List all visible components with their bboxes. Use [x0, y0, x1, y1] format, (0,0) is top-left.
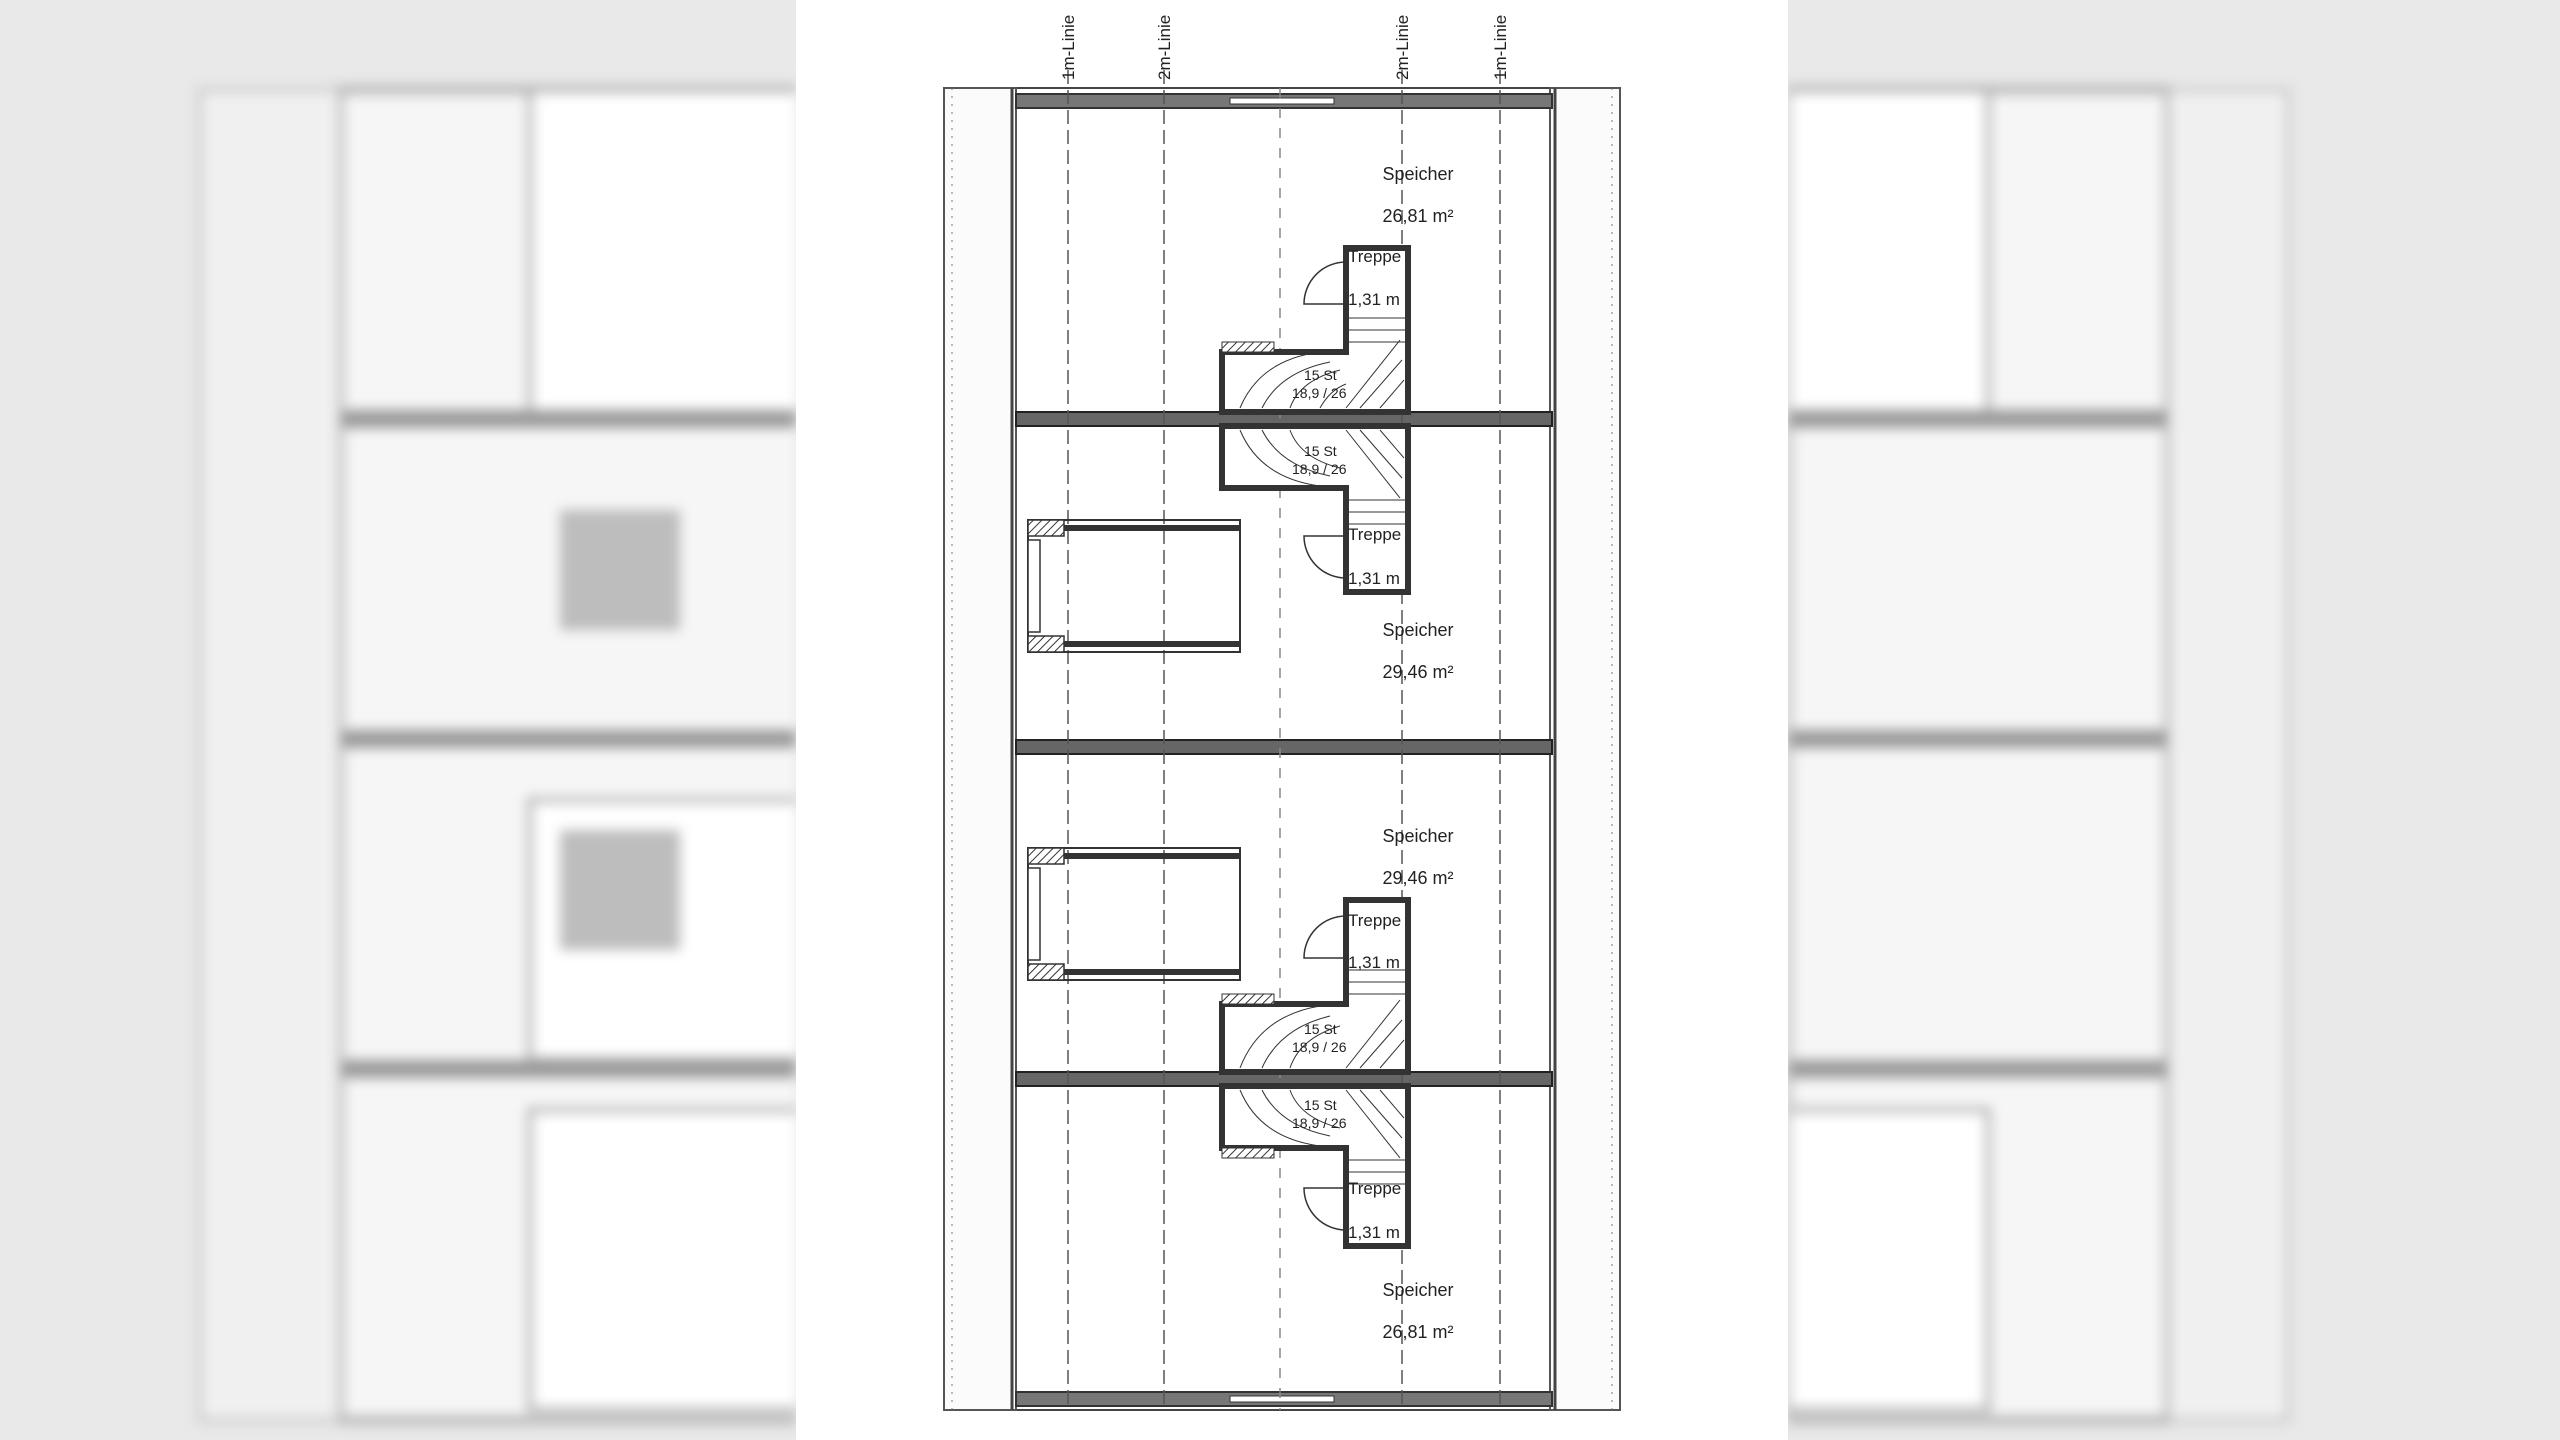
blurred-background-left [0, 0, 796, 1440]
blurred-plan-right [1788, 86, 2290, 1424]
guide-label-1: 1m-Linie [1059, 15, 1078, 80]
blurred-background-right [1788, 0, 2560, 1440]
stair-4-ratio: 18,9 / 26 [1292, 1115, 1347, 1131]
floor-plan-page: 1m-Linie 2m-Linie 2m-Linie 1m-Linie Spei… [796, 0, 1788, 1440]
guide-line-labels: 1m-Linie 2m-Linie 2m-Linie 1m-Linie [1059, 15, 1510, 80]
guide-label-4: 1m-Linie [1491, 15, 1510, 80]
roof-windows [1027, 519, 1241, 981]
blurred-plan-left [198, 86, 796, 1424]
stair-top-2 [1219, 423, 1411, 595]
left-eave-strip [943, 87, 1017, 1411]
room-1-area: 26,81 m² [1382, 206, 1453, 226]
stair-4-label: Treppe [1348, 1179, 1401, 1198]
room-labels: Speicher 26,81 m² Speicher 29,46 m² Spei… [1382, 164, 1453, 1342]
stair-top-1 [1219, 245, 1411, 415]
stair-2-area: 1,31 m [1348, 569, 1400, 588]
party-walls [1015, 411, 1553, 1087]
guide-label-2: 2m-Linie [1155, 15, 1174, 80]
stair-labels: Treppe 1,31 m 15 St 18,9 / 26 15 St 18,9… [1292, 247, 1401, 1242]
stair-bottom-2 [1219, 1083, 1411, 1249]
room-1-name: Speicher [1382, 164, 1453, 184]
top-window [1229, 97, 1335, 105]
room-3-name: Speicher [1382, 826, 1453, 846]
bottom-window [1229, 1395, 1335, 1403]
room-4-name: Speicher [1382, 1280, 1453, 1300]
guide-label-3: 2m-Linie [1393, 15, 1412, 80]
stair-2-ratio: 18,9 / 26 [1292, 461, 1347, 477]
stair-3-label: Treppe [1348, 911, 1401, 930]
stair-3-area: 1,31 m [1348, 953, 1400, 972]
stair-2-label: Treppe [1348, 525, 1401, 544]
stair-4-steps: 15 St [1304, 1097, 1337, 1113]
room-3-area: 29,46 m² [1382, 868, 1453, 888]
stair-bottom-1 [1219, 897, 1411, 1075]
stair-1-steps: 15 St [1304, 367, 1337, 383]
room-2-name: Speicher [1382, 620, 1453, 640]
stair-4-area: 1,31 m [1348, 1223, 1400, 1242]
room-4-area: 26,81 m² [1382, 1322, 1453, 1342]
right-eave-strip [1549, 87, 1621, 1411]
stair-1-label: Treppe [1348, 247, 1401, 266]
stair-2-steps: 15 St [1304, 443, 1337, 459]
floor-plan: 1m-Linie 2m-Linie 2m-Linie 1m-Linie Spei… [943, 15, 1621, 1411]
stair-3-steps: 15 St [1304, 1021, 1337, 1037]
stair-1-area: 1,31 m [1348, 290, 1400, 309]
stair-1-ratio: 18,9 / 26 [1292, 385, 1347, 401]
stair-3-ratio: 18,9 / 26 [1292, 1039, 1347, 1055]
room-2-area: 29,46 m² [1382, 662, 1453, 682]
